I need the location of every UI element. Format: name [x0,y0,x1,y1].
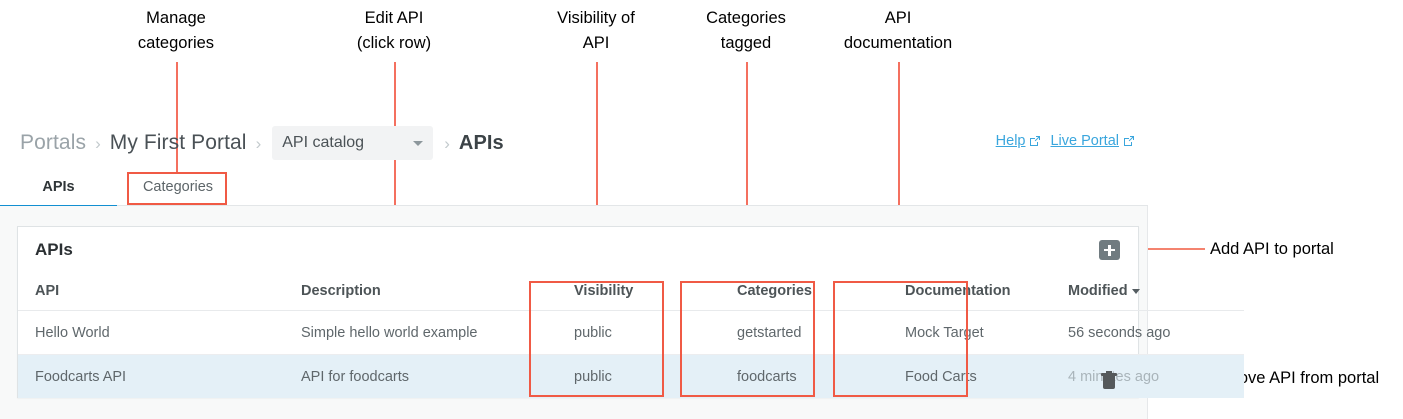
annotation-label-manage-categories: Manage categories [137,9,215,52]
live-portal-link[interactable]: Live Portal [1050,133,1135,149]
breadcrumb: Portals › My First Portal › API catalog … [20,126,504,160]
sort-descending-icon [1131,288,1140,294]
breadcrumb-separator-icon: › [255,133,262,153]
cell-modified: 4 minutes ago [1068,354,1244,398]
cell-api: Foodcarts API [18,354,301,398]
apis-panel: APIs API Description Visibility Categori… [17,226,1244,398]
cell-visibility: public [530,354,708,398]
add-api-button[interactable] [1099,240,1120,260]
cell-description: API for foodcarts [301,354,530,398]
apis-table: API Description Visibility Categories Do… [18,280,1244,398]
column-header-categories[interactable]: Categories [708,280,889,311]
cell-description: Simple hello world example [301,310,530,355]
annotation-label-api-documentation: API documentation [843,9,953,52]
column-header-api[interactable]: API [18,280,301,311]
column-header-documentation[interactable]: Documentation [889,280,1068,311]
annotation-label-edit-api: Edit API (click row) [356,9,432,52]
column-header-description[interactable]: Description [301,280,530,311]
apis-table-body: Hello World Simple hello world example p… [18,310,1244,398]
breadcrumb-separator-icon: › [95,133,101,153]
column-header-modified[interactable]: Modified [1068,280,1244,311]
remove-api-button[interactable] [1101,371,1117,389]
trash-icon [1106,371,1112,373]
annotation-line-visibility-of-api [596,62,598,281]
panel-title: APIs [35,240,73,259]
catalog-select[interactable]: API catalog [272,126,434,160]
catalog-select-value: API catalog [282,134,365,151]
breadcrumb-portals[interactable]: Portals [20,131,87,154]
tab-apis[interactable]: APIs [0,168,117,208]
column-header-visibility[interactable]: Visibility [530,280,708,311]
cell-categories: foodcarts [708,354,889,398]
cell-documentation: Food Carts [889,354,1068,398]
external-link-icon [1030,136,1041,146]
cell-documentation: Mock Target [889,310,1068,355]
external-link-icon [1124,136,1134,146]
annotation-label-remove-api-from-portal: Remove API from portal [1204,369,1380,387]
trash-icon [1101,373,1117,376]
breadcrumb-separator-icon: › [444,133,450,153]
help-link-label: Help [995,133,1026,149]
cell-visibility: public [530,310,708,355]
trash-icon [1103,376,1115,389]
breadcrumb-current: APIs [458,131,504,154]
annotation-line-api-documentation [898,62,900,281]
annotation-label-categories-tagged: Categories tagged [706,9,786,52]
annotation-line-manage-categories [176,62,178,174]
cell-api: Hello World [18,310,301,355]
live-portal-link-label: Live Portal [1050,133,1119,149]
table-row[interactable]: Hello World Simple hello world example p… [18,310,1244,355]
column-header-modified-label: Modified [1068,283,1128,299]
tab-categories[interactable]: Categories [142,178,214,195]
plus-icon [1108,244,1111,256]
annotation-label-visibility-of-api: Visibility of API [557,9,635,52]
table-row[interactable]: Foodcarts API API for foodcarts public f… [18,354,1244,398]
annotation-line-categories-tagged [746,62,748,281]
top-links: Help Live Portal [996,133,1135,149]
cell-categories: getstarted [708,310,889,355]
breadcrumb-portal-name[interactable]: My First Portal [109,131,247,154]
table-header-row: API Description Visibility Categories Do… [18,280,1244,311]
cell-modified: 56 seconds ago [1068,310,1244,355]
chevron-down-icon [413,140,424,146]
annotation-line-add-api [1120,248,1205,250]
help-link[interactable]: Help [996,133,1042,149]
tab-bar: APIs Categories [0,168,1148,208]
annotation-label-add-api-to-portal: Add API to portal [1210,240,1334,258]
